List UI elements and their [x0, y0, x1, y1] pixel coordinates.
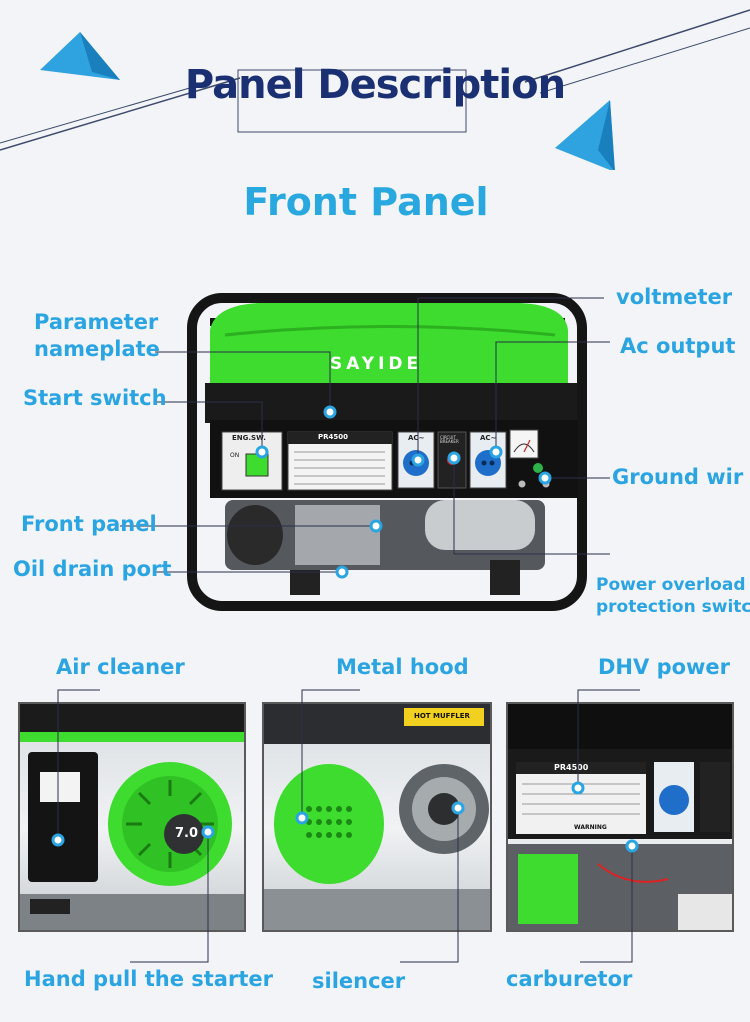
breaker-label: CIRCUIT BREAKER [440, 435, 459, 444]
socket-label: AC~ [408, 434, 425, 442]
callout-start-switch: Start switch [23, 386, 167, 410]
section-title: Front Panel [243, 180, 489, 224]
callout-oil-drain-port: Oil drain port [13, 557, 172, 581]
label-hand-pull-starter: Hand pull the starter [24, 967, 273, 991]
air-cleaner-illustration [20, 704, 244, 930]
callout-ground-wire: Ground wir [612, 465, 744, 489]
generator-front-photo [187, 293, 587, 611]
label-silencer: silencer [312, 969, 406, 993]
label-carburetor: carburetor [506, 967, 633, 991]
model-label: PR4500 [318, 433, 349, 441]
callout-ac-output: Ac output [620, 334, 736, 358]
photo-air-cleaner: 7.0 [18, 702, 246, 932]
hot-muffler-label: HOT MUFFLER [414, 712, 470, 720]
brand-name: SAYIDE [330, 354, 423, 374]
callout-parameter-nameplate-line1: Parameter [34, 310, 159, 334]
label-metal-hood: Metal hood [336, 655, 469, 679]
eng-switch-label: ENG.SW. [232, 434, 266, 442]
warning-label: WARNING [574, 824, 607, 831]
photo-metal-hood: HOT MUFFLER [262, 702, 492, 932]
photo-dhv-power: PR4500 WARNING [506, 702, 734, 932]
page-title: Panel Description [184, 62, 566, 108]
callout-leader-lines [120, 297, 610, 579]
label-dhv-power: DHV power [598, 655, 731, 679]
panel-model-label: PR4500 [554, 763, 589, 772]
callout-power-overload-line1: Power overload [596, 575, 746, 595]
callout-power-overload-line2: protection switcl [596, 597, 750, 617]
callout-front-panel: Front panel [21, 512, 157, 536]
switch-on-label: ON [230, 452, 240, 459]
callout-parameter-nameplate-line2: nameplate [34, 337, 160, 361]
header-decoration [0, 9, 750, 170]
engine-size-badge: 7.0 [175, 826, 199, 841]
label-air-cleaner: Air cleaner [56, 655, 185, 679]
dhv-power-illustration [508, 704, 732, 930]
callout-voltmeter: voltmeter [616, 285, 733, 309]
socket-label-2: AC~ [480, 434, 497, 442]
